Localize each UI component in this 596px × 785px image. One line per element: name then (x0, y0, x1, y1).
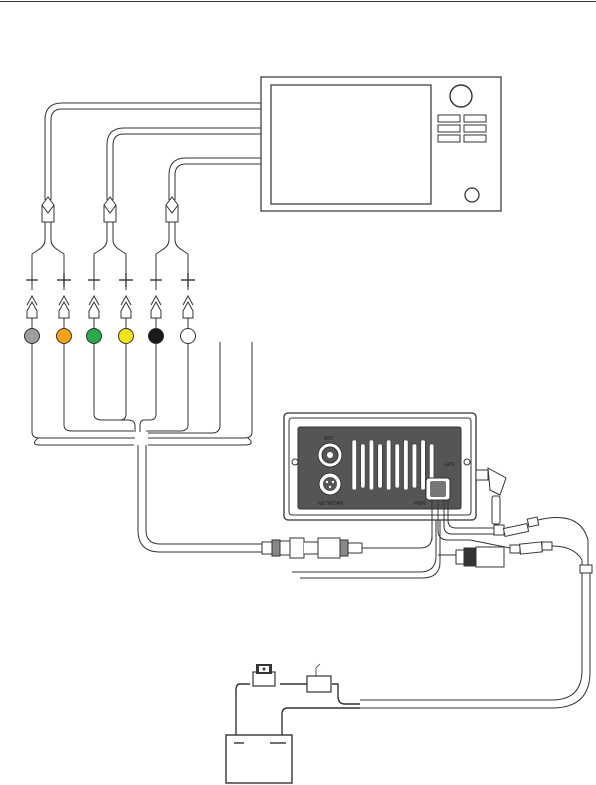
mount-hole-icon (464, 459, 470, 465)
heat-sink-fin (404, 440, 409, 490)
ant-label: ANT (324, 436, 334, 442)
circuit-breaker (253, 664, 275, 686)
split-wires (32, 222, 188, 290)
heat-sink-fin (352, 440, 357, 490)
vhf-radio-rear: ANT NETWORK PWR GPS (284, 413, 476, 520)
heat-sink-fin (421, 440, 426, 490)
heat-sink-fin (369, 440, 374, 490)
heat-sink-fin (378, 444, 383, 488)
yellow-terminal (119, 329, 134, 344)
heat-sink-fin (412, 444, 417, 488)
cable-ferrules (42, 197, 178, 222)
power-button-icon (465, 188, 479, 202)
green-terminal (87, 329, 102, 344)
plus-icon (119, 273, 133, 287)
wire-chevrons (27, 296, 193, 318)
grey-terminal (25, 329, 40, 344)
chart-plotter-display (261, 77, 501, 211)
mount-bracket-knob (476, 468, 506, 524)
plus-icon (57, 273, 71, 287)
heat-sink-fin (361, 444, 366, 488)
gps-label: GPS (444, 462, 455, 468)
heat-sink-fin (395, 444, 400, 488)
display-screen (271, 85, 431, 204)
cable-ferrule (580, 565, 592, 573)
power-label: PWR (414, 501, 426, 507)
white-terminal (181, 329, 196, 344)
network-label: NETWORK (318, 501, 344, 507)
color-terminals (25, 318, 253, 344)
inline-network-connector (262, 538, 362, 558)
mount-hole-icon (292, 459, 298, 465)
rotary-knob-icon (450, 85, 472, 107)
power-lead (360, 518, 590, 709)
display-cables (45, 103, 261, 200)
polarity-marks (26, 273, 195, 287)
black-terminal (149, 329, 164, 344)
battery-wiring (236, 684, 360, 735)
loom-wires (32, 342, 252, 445)
trunk-cable (138, 445, 262, 552)
orange-terminal (57, 329, 72, 344)
accessory-connector (456, 547, 504, 567)
battery (226, 735, 292, 783)
plus-icon (181, 273, 195, 287)
heat-sink-fin (386, 440, 391, 490)
fuse-holder (307, 664, 331, 692)
